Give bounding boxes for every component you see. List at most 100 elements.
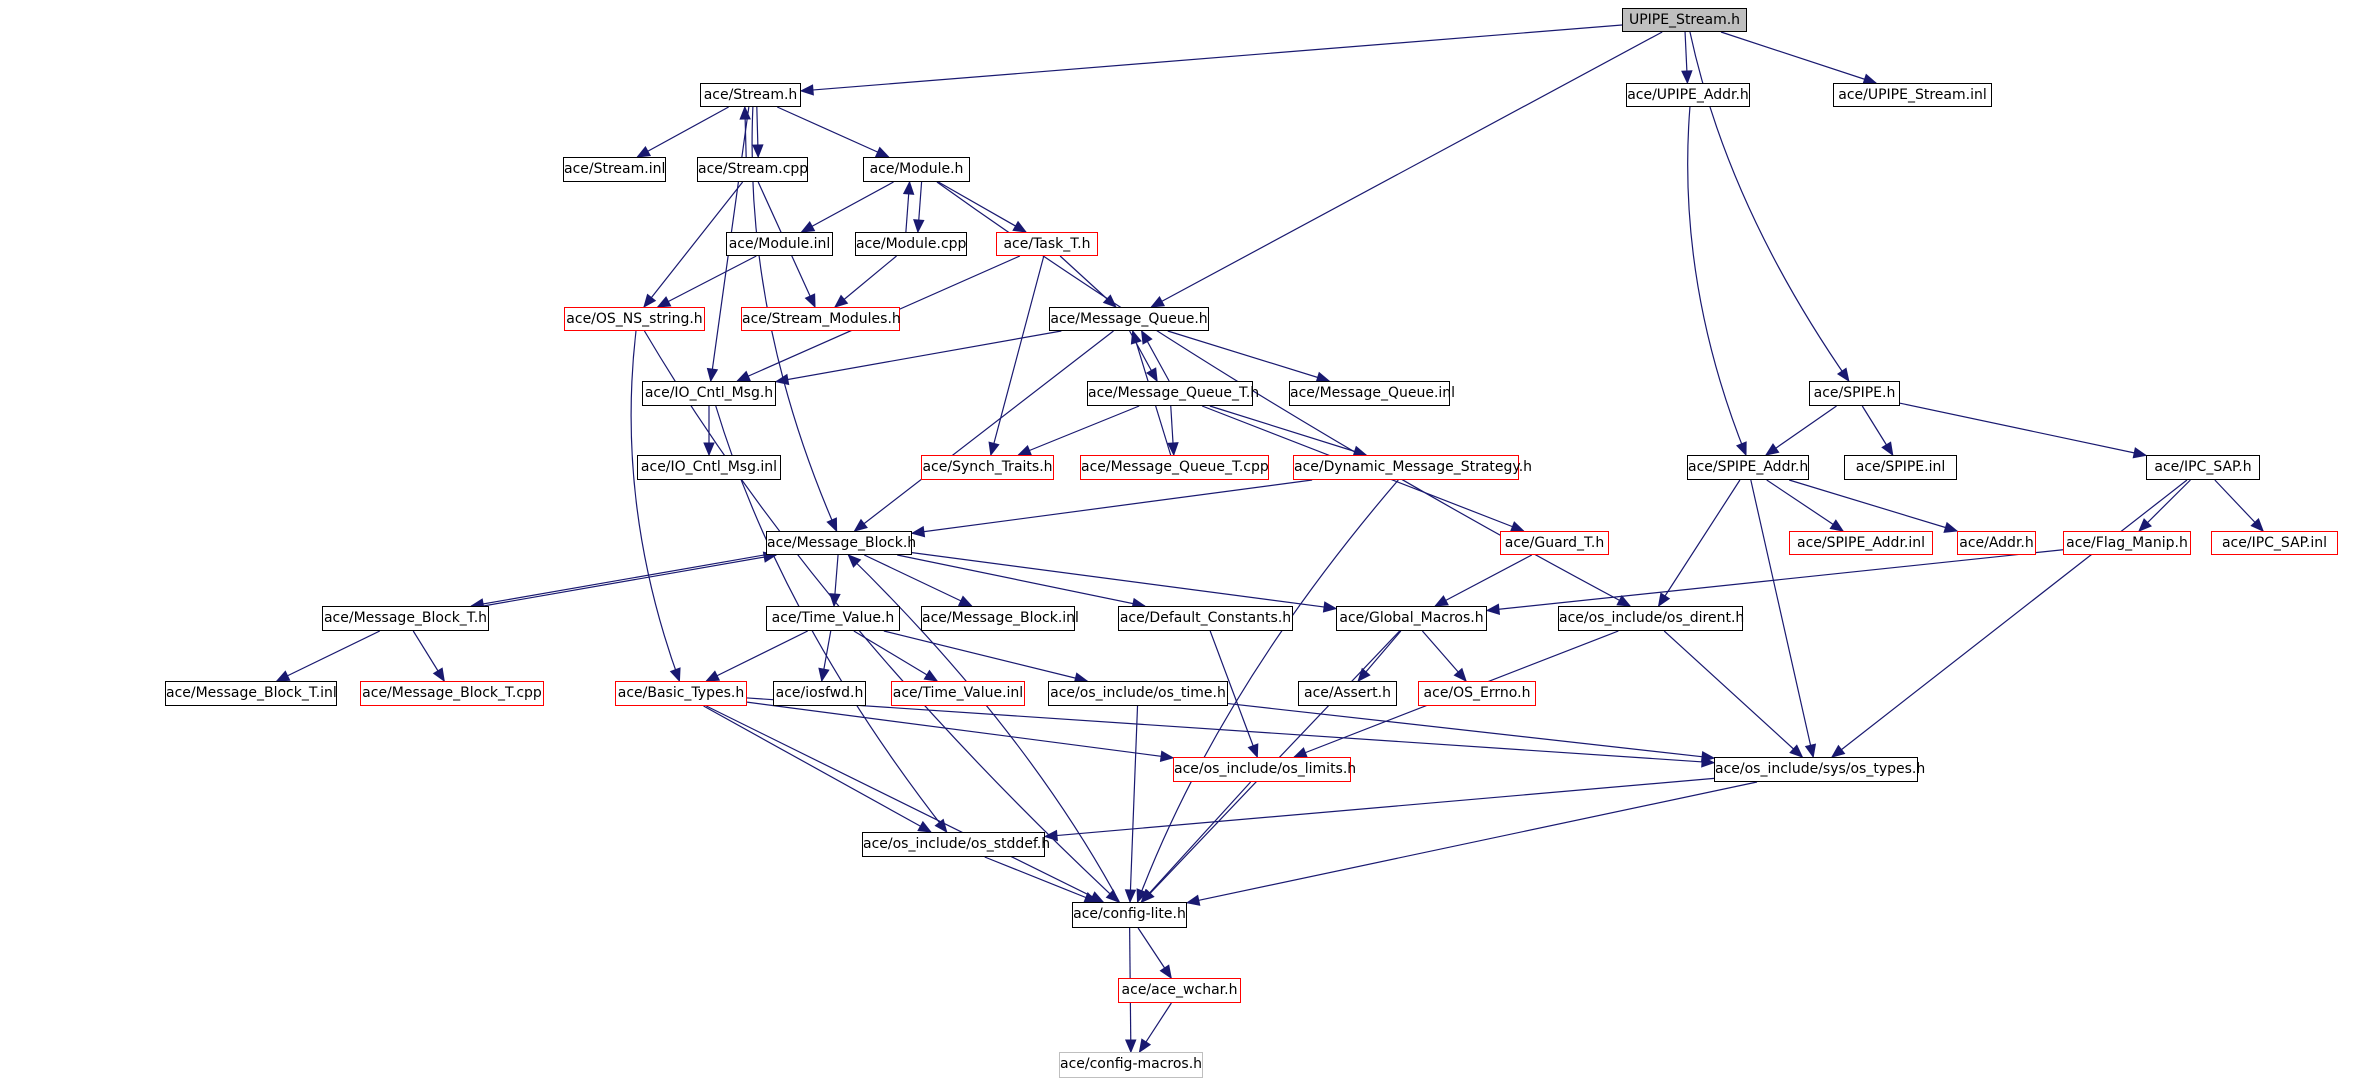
- edge-basic-types-h-to-os-types-h: [746, 697, 1715, 764]
- node-assert-h[interactable]: ace/Assert.h: [1298, 681, 1397, 706]
- arrowhead-icon: [1043, 829, 1058, 842]
- arrowhead-icon: [2132, 447, 2148, 459]
- arrowhead-icon: [1735, 441, 1747, 457]
- arrowhead-icon: [1764, 443, 1780, 456]
- node-addr-h[interactable]: ace/Addr.h: [1957, 531, 2036, 555]
- node-io-cntl-msg-h[interactable]: ace/IO_Cntl_Msg.h: [642, 381, 776, 406]
- arrowhead-icon: [2138, 518, 2152, 532]
- arrowhead-icon: [1017, 444, 1033, 456]
- edge-message-block-h-to-message-block-inl: [864, 554, 972, 607]
- arrowhead-icon: [1136, 888, 1148, 904]
- arrowhead-icon: [736, 370, 752, 382]
- node-message-block-t-inl[interactable]: ace/Message_Block_T.inl: [165, 681, 337, 706]
- node-spipe-addr-inl[interactable]: ace/SPIPE_Addr.inl: [1789, 531, 1933, 555]
- arrowhead-icon: [2250, 517, 2265, 532]
- node-os-types-h[interactable]: ace/os_include/sys/os_types.h: [1714, 757, 1925, 782]
- node-stream-inl[interactable]: ace/Stream.inl: [563, 157, 666, 182]
- arrowhead-icon: [656, 296, 672, 308]
- arrowhead-icon: [705, 670, 721, 682]
- edge-spipe-addr-h-to-spipe-addr-inl: [1766, 479, 1844, 532]
- edge-spipe-h-to-spipe-addr-h: [1765, 405, 1837, 456]
- edge-os-stddef-h-to-config-lite-h: [984, 856, 1098, 903]
- arrowhead-icon: [752, 144, 764, 159]
- edge-module-h-to-task-t-h: [938, 181, 1027, 233]
- edge-message-block-t-h-to-message-block-t-inl: [276, 630, 381, 682]
- node-io-cntl-msg-inl[interactable]: ace/IO_Cntl_Msg.inl: [637, 455, 781, 480]
- arrowhead-icon: [1124, 1039, 1137, 1054]
- node-os-limits-h[interactable]: ace/os_include/os_limits.h: [1173, 757, 1356, 782]
- edge-os-time-h-to-config-lite-h: [1129, 705, 1139, 903]
- node-spipe-addr-h[interactable]: ace/SPIPE_Addr.h: [1687, 455, 1809, 480]
- node-message-queue-h[interactable]: ace/Message_Queue.h: [1049, 307, 1209, 331]
- node-message-block-t-h[interactable]: ace/Message_Block_T.h: [322, 606, 489, 631]
- node-upipe-addr-h[interactable]: ace/UPIPE_Addr.h: [1626, 83, 1750, 107]
- node-time-value-inl[interactable]: ace/Time_Value.inl: [891, 681, 1025, 706]
- node-global-macros-h[interactable]: ace/Global_Macros.h: [1336, 606, 1487, 631]
- node-os-errno-h[interactable]: ace/OS_Errno.h: [1418, 681, 1536, 706]
- node-os-stddef-h[interactable]: ace/os_include/os_stddef.h: [862, 832, 1050, 857]
- node-iosfwd-h[interactable]: ace/iosfwd.h: [773, 681, 866, 706]
- node-task-t-h[interactable]: ace/Task_T.h: [996, 232, 1098, 256]
- node-time-value-h[interactable]: ace/Time_Value.h: [766, 606, 900, 631]
- arrowhead-icon: [833, 294, 849, 308]
- node-module-h[interactable]: ace/Module.h: [863, 157, 970, 182]
- arrowhead-icon: [826, 517, 838, 533]
- edge-upipe-addr-h-to-spipe-addr-h: [1687, 106, 1747, 456]
- node-dynamic-message-strategy-h[interactable]: ace/Dynamic_Message_Strategy.h: [1293, 455, 1532, 480]
- arrowhead-icon: [1159, 750, 1175, 762]
- edge-config-lite-h-to-message-block-h: [847, 554, 1120, 903]
- arrowhead-icon: [988, 441, 1000, 457]
- arrowhead-icon: [1789, 744, 1804, 758]
- node-stream-cpp[interactable]: ace/Stream.cpp: [697, 157, 808, 182]
- node-message-block-inl[interactable]: ace/Message_Block.inl: [921, 606, 1079, 631]
- arrowhead-icon: [1322, 601, 1338, 613]
- node-ipc-sap-inl[interactable]: ace/IPC_SAP.inl: [2211, 531, 2338, 555]
- arrowhead-icon: [1185, 894, 1201, 906]
- node-message-block-h[interactable]: ace/Message_Block.h: [766, 531, 916, 555]
- node-flag-manip-h[interactable]: ace/Flag_Manip.h: [2063, 531, 2191, 555]
- node-stream-h[interactable]: ace/Stream.h: [700, 83, 801, 107]
- arrowhead-icon: [800, 220, 816, 233]
- node-config-macros-h[interactable]: ace/config-macros.h: [1059, 1052, 1203, 1078]
- edge-os-time-h-to-os-types-h: [1227, 702, 1715, 759]
- node-message-block-t-cpp[interactable]: ace/Message_Block_T.cpp: [360, 681, 544, 706]
- arrowhead-icon: [1102, 294, 1117, 308]
- node-spipe-h[interactable]: ace/SPIPE.h: [1809, 381, 1900, 406]
- arrowhead-icon: [917, 820, 933, 833]
- node-default-constants-h[interactable]: ace/Default_Constants.h: [1118, 606, 1293, 631]
- arrowhead-icon: [1124, 889, 1137, 904]
- node-ace-wchar-h[interactable]: ace/ace_wchar.h: [1118, 978, 1241, 1003]
- node-upipe-stream-inl[interactable]: ace/UPIPE_Stream.inl: [1833, 83, 1992, 107]
- node-os-dirent-h[interactable]: ace/os_include/os_dirent.h: [1558, 606, 1744, 631]
- node-ipc-sap-h[interactable]: ace/IPC_SAP.h: [2146, 455, 2260, 480]
- edge-spipe-addr-h-to-os-dirent-h: [1658, 479, 1741, 607]
- node-basic-types-h[interactable]: ace/Basic_Types.h: [615, 681, 747, 706]
- edge-dynamic-message-strategy-h-to-config-lite-h: [1136, 479, 1399, 903]
- node-module-inl[interactable]: ace/Module.inl: [726, 232, 833, 256]
- node-config-lite-h[interactable]: ace/config-lite.h: [1072, 902, 1187, 928]
- arrowhead-icon: [1836, 367, 1850, 383]
- edge-basic-types-h-to-config-lite-h: [706, 705, 1104, 903]
- arrowhead-icon: [1509, 521, 1525, 532]
- node-synch-traits-h[interactable]: ace/Synch_Traits.h: [921, 455, 1054, 480]
- node-message-queue-t-cpp[interactable]: ace/Message_Queue_T.cpp: [1080, 455, 1269, 480]
- node-stream-modules-h[interactable]: ace/Stream_Modules.h: [741, 307, 901, 331]
- edge-stream-h-to-stream-inl: [637, 106, 729, 158]
- arrowhead-icon: [1012, 220, 1028, 233]
- node-spipe-inl[interactable]: ace/SPIPE.inl: [1844, 455, 1957, 480]
- edge-upipe-stream-h-to-upipe-stream-inl: [1720, 31, 1877, 84]
- node-message-queue-t-h[interactable]: ace/Message_Queue_T.h: [1087, 381, 1259, 406]
- edge-message-block-h-to-default-constants-h: [897, 554, 1145, 607]
- arrowhead-icon: [1150, 296, 1166, 308]
- node-message-queue-inl[interactable]: ace/Message_Queue.inl: [1289, 381, 1455, 406]
- arrowhead-icon: [1130, 329, 1142, 345]
- node-os-time-h[interactable]: ace/os_include/os_time.h: [1048, 681, 1228, 706]
- node-os-ns-string-h[interactable]: ace/OS_NS_string.h: [564, 307, 705, 331]
- node-guard-t-h[interactable]: ace/Guard_T.h: [1500, 531, 1609, 555]
- node-module-cpp[interactable]: ace/Module.cpp: [855, 232, 967, 256]
- arrowhead-icon: [275, 670, 291, 682]
- arrowhead-icon: [706, 367, 719, 383]
- arrowhead-icon: [902, 180, 915, 195]
- edge-spipe-addr-h-to-addr-h: [1788, 479, 1958, 532]
- edge-dynamic-message-strategy-h-to-message-block-h: [911, 479, 1313, 534]
